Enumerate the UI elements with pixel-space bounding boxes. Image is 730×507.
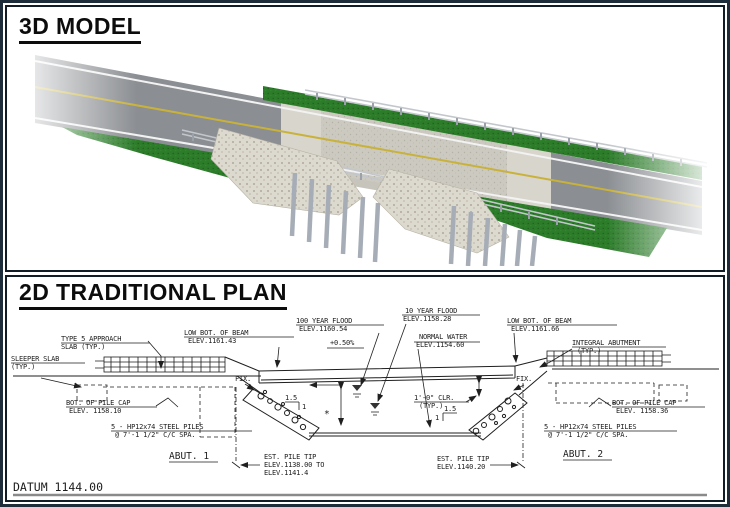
fog-fades bbox=[7, 7, 723, 266]
label-est-pile-tip-left-2: ELEV.1138.00 TO bbox=[264, 461, 324, 469]
label-est-pile-tip-right-2: ELEV.1140.20 bbox=[437, 463, 485, 471]
label-pile-cap-right-elev: ELEV. 1158.36 bbox=[616, 407, 668, 415]
2d-plan-title: 2D TRADITIONAL PLAN bbox=[19, 279, 287, 310]
label-normal-water-elev: ELEV.1154.60 bbox=[416, 341, 464, 349]
riprap-abutment-right bbox=[372, 168, 510, 254]
deck-beam-lines bbox=[258, 365, 516, 384]
label-fix-right: FIX. bbox=[516, 375, 532, 383]
pile-cap-dashed-right bbox=[548, 382, 688, 404]
label-pile-cap-right: BOT. OF PILE CAP bbox=[612, 399, 676, 407]
pile-cap-dashed-left bbox=[76, 384, 236, 438]
approach-railing-right bbox=[546, 350, 671, 367]
label-low-beam-right: LOW BOT. OF BEAM bbox=[507, 317, 571, 325]
approach-railing-left bbox=[95, 356, 226, 373]
label-slope-rise-left: 1.5 bbox=[285, 394, 297, 402]
label-clearance: 1'-0" CLR. bbox=[414, 394, 454, 402]
label-100yr-flood: 100 YEAR FLOOD bbox=[296, 317, 352, 325]
label-100yr-flood-elev: ELEV.1160.54 bbox=[299, 325, 347, 333]
label-datum: DATUM 1144.00 bbox=[13, 480, 103, 494]
label-normal-water: NORMAL WATER bbox=[419, 333, 468, 341]
riprap-slope-left bbox=[242, 388, 320, 441]
channel-bottom-lines bbox=[309, 432, 481, 437]
label-fix-left: FIX. bbox=[235, 375, 251, 383]
leader-lines bbox=[40, 323, 612, 468]
label-approach-slab-typ: SLAB (TYP.) bbox=[61, 343, 105, 351]
roadway-lines bbox=[13, 368, 719, 377]
label-steel-piles-right-spa: @ 7'-1 1/2" C/C SPA. bbox=[548, 431, 628, 439]
label-sleeper-slab-typ: (TYP.) bbox=[11, 363, 35, 371]
label-underlines bbox=[11, 314, 705, 463]
label-sleeper-slab: SLEEPER SLAB bbox=[11, 355, 59, 363]
label-approach-slab: TYPE 5 APPROACH bbox=[61, 335, 121, 343]
label-low-beam-left-elev: ELEV.1161.43 bbox=[188, 337, 236, 345]
riprap-abutment-left bbox=[210, 127, 364, 216]
label-10yr-flood-elev: ELEV.1158.28 bbox=[403, 315, 451, 323]
label-pile-cap-left-elev: ELEV. 1158.10 bbox=[69, 407, 121, 415]
label-abut-1: ABUT. 1 bbox=[169, 451, 209, 462]
3d-model-title: 3D MODEL bbox=[19, 13, 142, 44]
2d-elevation-drawing: SLEEPER SLAB (TYP.) TYPE 5 APPROACH SLAB… bbox=[11, 307, 719, 497]
label-pile-cap-left: BOT. OF PILE CAP bbox=[66, 399, 130, 407]
label-integral-abutment-typ: (TYP.) bbox=[577, 347, 601, 355]
label-10yr-flood: 10 YEAR FLOOD bbox=[405, 307, 457, 315]
dimension-lines bbox=[231, 376, 526, 469]
water-symbols bbox=[352, 385, 380, 416]
label-low-beam-left: LOW BOT. OF BEAM bbox=[184, 329, 248, 337]
plan-text-labels: SLEEPER SLAB (TYP.) TYPE 5 APPROACH SLAB… bbox=[11, 307, 676, 494]
label-steel-piles-right: 5 - HP12x74 STEEL PILES bbox=[544, 423, 636, 431]
label-steel-piles-left-spa: @ 7'-1 1/2" C/C SPA. bbox=[115, 431, 195, 439]
3d-bridge-render bbox=[7, 7, 723, 266]
label-slope-run-right: 1 bbox=[435, 414, 439, 422]
2d-plan-title-text: 2D TRADITIONAL PLAN bbox=[19, 279, 287, 310]
riprap-slope-right bbox=[468, 392, 528, 441]
steel-piles-left bbox=[289, 172, 381, 263]
label-steel-piles-left: 5 - HP12x74 STEEL PILES bbox=[111, 423, 203, 431]
label-grade: +0.50% bbox=[330, 339, 355, 347]
label-est-pile-tip-left-3: ELEV.1141.4 bbox=[264, 469, 308, 477]
3d-model-title-text: 3D MODEL bbox=[19, 13, 142, 44]
label-slope-run-left: 1 bbox=[302, 403, 306, 411]
label-low-beam-right-elev: ELEV.1161.66 bbox=[511, 325, 559, 333]
label-clearance-typ: (TYP.) bbox=[419, 402, 443, 410]
panel-2d-plan: 2D TRADITIONAL PLAN bbox=[5, 275, 725, 502]
label-integral-abutment: INTEGRAL ABUTMENT bbox=[572, 339, 641, 347]
abutment-right-lines bbox=[514, 357, 548, 396]
label-est-pile-tip-left: EST. PILE TIP bbox=[264, 453, 316, 461]
steel-piles-right bbox=[448, 205, 538, 266]
label-est-pile-tip-right: EST. PILE TIP bbox=[437, 455, 489, 463]
label-asterisk: * bbox=[324, 409, 330, 420]
label-abut-2: ABUT. 2 bbox=[563, 449, 603, 460]
panel-3d-model: 3D MODEL bbox=[5, 5, 725, 272]
label-slope-rise-right: 1.5 bbox=[444, 405, 456, 413]
